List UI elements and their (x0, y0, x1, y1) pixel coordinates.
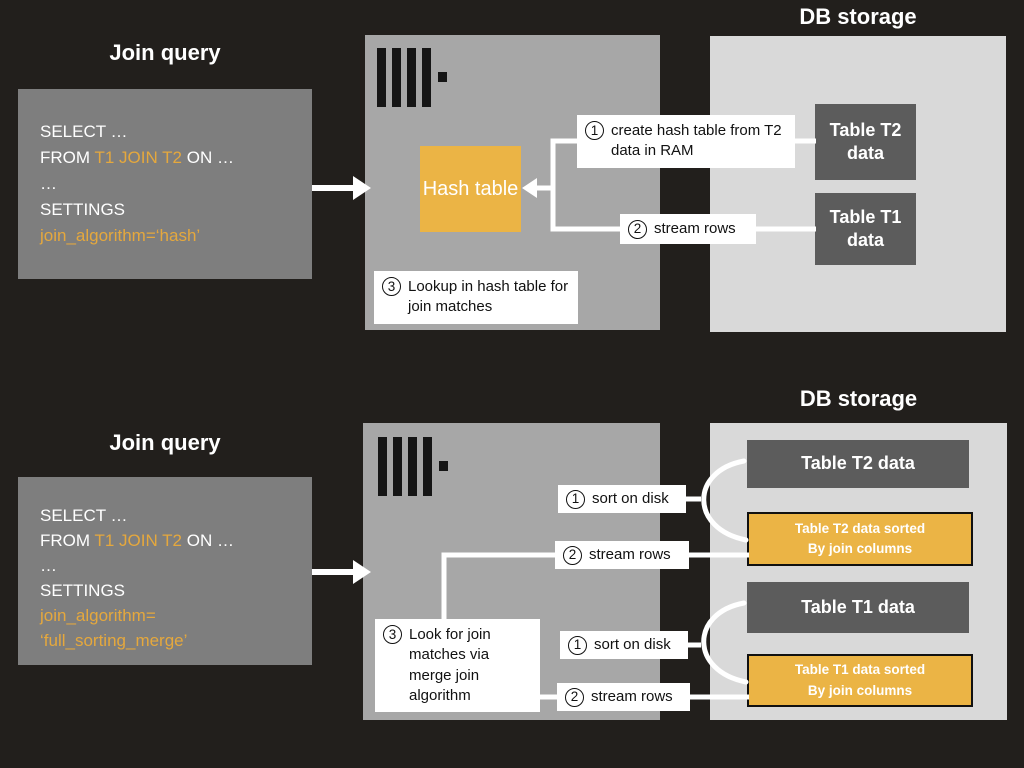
circled-number: 1 (566, 489, 585, 509)
sql-line-from: FROM T1 JOIN T2 ON … (40, 148, 234, 167)
sql-line-settings: SETTINGS (40, 200, 126, 219)
circled-number: 3 (382, 277, 401, 296)
circled-number: 1 (585, 121, 604, 140)
db-storage-title-bottom: DB storage (799, 386, 918, 411)
sql-line-from: FROM T1 JOIN T2 ON … (40, 531, 234, 550)
stream-rows-t1-label: 2 stream rows (557, 683, 690, 711)
circled-number: 1 (568, 635, 587, 655)
clickhouse-logo-icon (377, 48, 447, 107)
sql-line-ellipsis: … (40, 174, 57, 193)
table-t1-data-box-bottom: Table T1 data (747, 582, 969, 633)
join-query-title-top: Join query (109, 40, 221, 65)
sql-line-join-algorithm-value: ‘full_sorting_merge’ (40, 631, 188, 650)
circled-number: 2 (563, 545, 582, 565)
table-t1-sorted-box: Table T1 data sorted By join columns (747, 654, 973, 707)
join-query-box-bottom: SELECT … FROM T1 JOIN T2 ON … … SETTINGS… (18, 477, 312, 665)
clickhouse-logo-icon (378, 437, 448, 496)
sort-on-disk-t2-label: 1 sort on disk (558, 485, 686, 513)
hash-table-box: Hash table (420, 146, 521, 232)
sql-query-text: SELECT … FROM T1 JOIN T2 ON … … SETTINGS… (18, 89, 312, 249)
stream-rows-t2-label: 2 stream rows (555, 541, 689, 569)
join-query-box-top: SELECT … FROM T1 JOIN T2 ON … … SETTINGS… (18, 89, 312, 279)
circled-number: 2 (628, 219, 647, 239)
table-t1-data-box-top: Table T1 data (815, 193, 916, 265)
sql-join-tables: T1 JOIN T2 (94, 531, 183, 550)
table-t2-data-box-top: Table T2 data (815, 104, 916, 180)
db-storage-title-top: DB storage (799, 4, 917, 29)
circled-number: 2 (565, 687, 584, 707)
sql-line-settings: SETTINGS (40, 581, 126, 600)
sql-line-select: SELECT … (40, 506, 128, 525)
step2-stream-rows-label: 2 stream rows (620, 214, 756, 244)
step3-merge-join-label: 3 Look for join matches via merge join a… (375, 619, 540, 712)
join-query-title-bottom: Join query (109, 430, 221, 455)
sql-line-ellipsis: … (40, 556, 57, 575)
sql-line-select: SELECT … (40, 122, 128, 141)
sql-query-text: SELECT … FROM T1 JOIN T2 ON … … SETTINGS… (18, 477, 312, 653)
circled-number: 3 (383, 625, 402, 644)
step3-lookup-label: 3 Lookup in hash table for join matches (374, 271, 578, 324)
sql-join-tables: T1 JOIN T2 (94, 148, 183, 167)
sort-on-disk-t1-label: 1 sort on disk (560, 631, 688, 659)
table-t2-data-box-bottom: Table T2 data (747, 440, 969, 488)
step1-create-hash-table-label: 1 create hash table from T2 data in RAM (577, 115, 795, 168)
sql-line-join-algorithm: join_algorithm= (40, 606, 156, 625)
sql-line-join-algorithm: join_algorithm=‘hash’ (40, 226, 201, 245)
db-storage-box-top (710, 36, 1006, 332)
table-t2-sorted-box: Table T2 data sorted By join columns (747, 512, 973, 566)
